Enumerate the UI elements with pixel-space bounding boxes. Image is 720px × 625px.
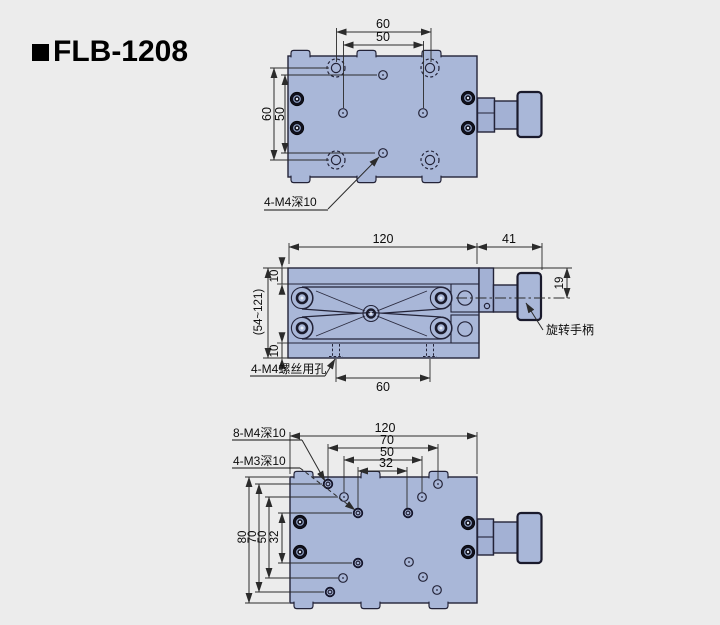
dim-plate-10-top: 10: [269, 270, 281, 283]
knob-shaft: [492, 521, 519, 554]
dim-height-range: (54~121): [253, 289, 265, 336]
dim-bottom-70: 70: [380, 433, 394, 447]
dim-bottom-120: 120: [375, 421, 396, 435]
mount-tab: [293, 470, 314, 479]
arm-edge: [376, 290, 428, 312]
mount-tab: [360, 470, 381, 479]
cap-screw: [289, 91, 305, 107]
dim-handle-41: 41: [502, 232, 516, 246]
mount-tab: [360, 600, 381, 610]
knob-head: [516, 271, 543, 322]
bottom-view-knob: [476, 511, 543, 565]
leader-line: [324, 358, 336, 377]
top-view-knob: [476, 90, 543, 139]
mount-tab: [293, 600, 314, 610]
title-square-icon: [32, 44, 49, 61]
screw-hole-label: 4-M4螺丝用孔: [251, 362, 326, 376]
side-view-knob: [456, 267, 572, 322]
dim-left-50: 50: [273, 107, 287, 121]
handle-label: 旋转手柄: [546, 322, 594, 337]
mount-tab: [428, 470, 449, 479]
dim-plate-10-bottom: 10: [269, 345, 281, 358]
top-view-dimensions: 60 50 60 50: [260, 17, 432, 161]
bottom-view-body: [289, 470, 478, 610]
mount-tab: [290, 49, 311, 59]
side-view: 120 41 19 10 (54~121) 10 60: [250, 232, 594, 394]
mount-tab: [356, 49, 377, 59]
bottom-view-callouts: 8-M4深10 4-M3深10: [232, 426, 356, 511]
knob-bracket: [476, 97, 496, 133]
dim-left-80: 80: [237, 531, 249, 544]
dim-bottom-32: 32: [379, 456, 393, 470]
mount-screw-holes-hidden: [329, 344, 437, 357]
bottom-view: 120 70 50 32 80 70 50: [232, 421, 543, 610]
arm-edge: [315, 315, 366, 337]
dim-width-120: 120: [373, 232, 394, 246]
cap-screw: [292, 544, 308, 560]
knob-head: [516, 90, 543, 139]
dim-top-60: 60: [376, 17, 390, 31]
thread-spec-label: 4-M4深10: [264, 195, 317, 209]
mount-tab: [421, 175, 442, 184]
dim-left-50: 50: [257, 531, 269, 544]
end-plate-hole: [483, 302, 491, 310]
leader-line: [525, 302, 544, 331]
side-view-body: [287, 267, 480, 359]
top-view-body: [287, 49, 478, 184]
top-view: 60 50 60 50 4-M4深10: [260, 17, 543, 211]
knob-shaft: [492, 284, 519, 313]
leader-line-dashed: [299, 467, 356, 511]
m4-thread-label: 8-M4深10: [233, 426, 286, 440]
cap-screw: [460, 515, 476, 531]
dim-bottom-50: 50: [380, 445, 394, 459]
dim-left-32: 32: [269, 531, 281, 544]
cap-screw: [460, 120, 476, 136]
side-view-dimensions: 120 41 19 10 (54~121) 10 60: [253, 232, 572, 394]
arm-edge: [315, 290, 366, 312]
page-title: FLB-1208: [32, 35, 188, 68]
cap-screw: [460, 544, 476, 560]
knob-shaft: [493, 100, 519, 130]
cap-screw: [289, 120, 305, 136]
dim-hole-span-60: 60: [376, 380, 390, 394]
rail-hole: [457, 321, 473, 337]
mount-tab: [428, 600, 449, 610]
mount-tab: [290, 175, 311, 184]
top-view-thread-callout: 4-M4深10: [264, 156, 380, 211]
dim-left-70: 70: [247, 531, 259, 544]
arm-edge: [376, 315, 428, 337]
end-plate: [478, 267, 495, 313]
base-plate: [289, 476, 478, 604]
scissor-arm-upper: [301, 286, 453, 315]
dim-left-60: 60: [260, 107, 274, 121]
model-number: FLB-1208: [53, 35, 188, 68]
side-view-callouts: 4-M4螺丝用孔 旋转手柄: [250, 302, 594, 377]
dim-knob-19: 19: [554, 277, 566, 290]
cap-screw: [292, 514, 308, 530]
m3-thread-label: 4-M3深10: [233, 454, 286, 468]
dim-top-50: 50: [376, 30, 390, 44]
cap-screw: [460, 90, 476, 106]
leader-line: [327, 156, 380, 210]
leader-line: [301, 439, 326, 482]
bottom-view-dimensions: 120 70 50 32 80 70 50: [237, 421, 478, 604]
stage-plate: [287, 55, 478, 178]
mount-tab: [421, 49, 442, 59]
knob-head: [516, 511, 543, 565]
